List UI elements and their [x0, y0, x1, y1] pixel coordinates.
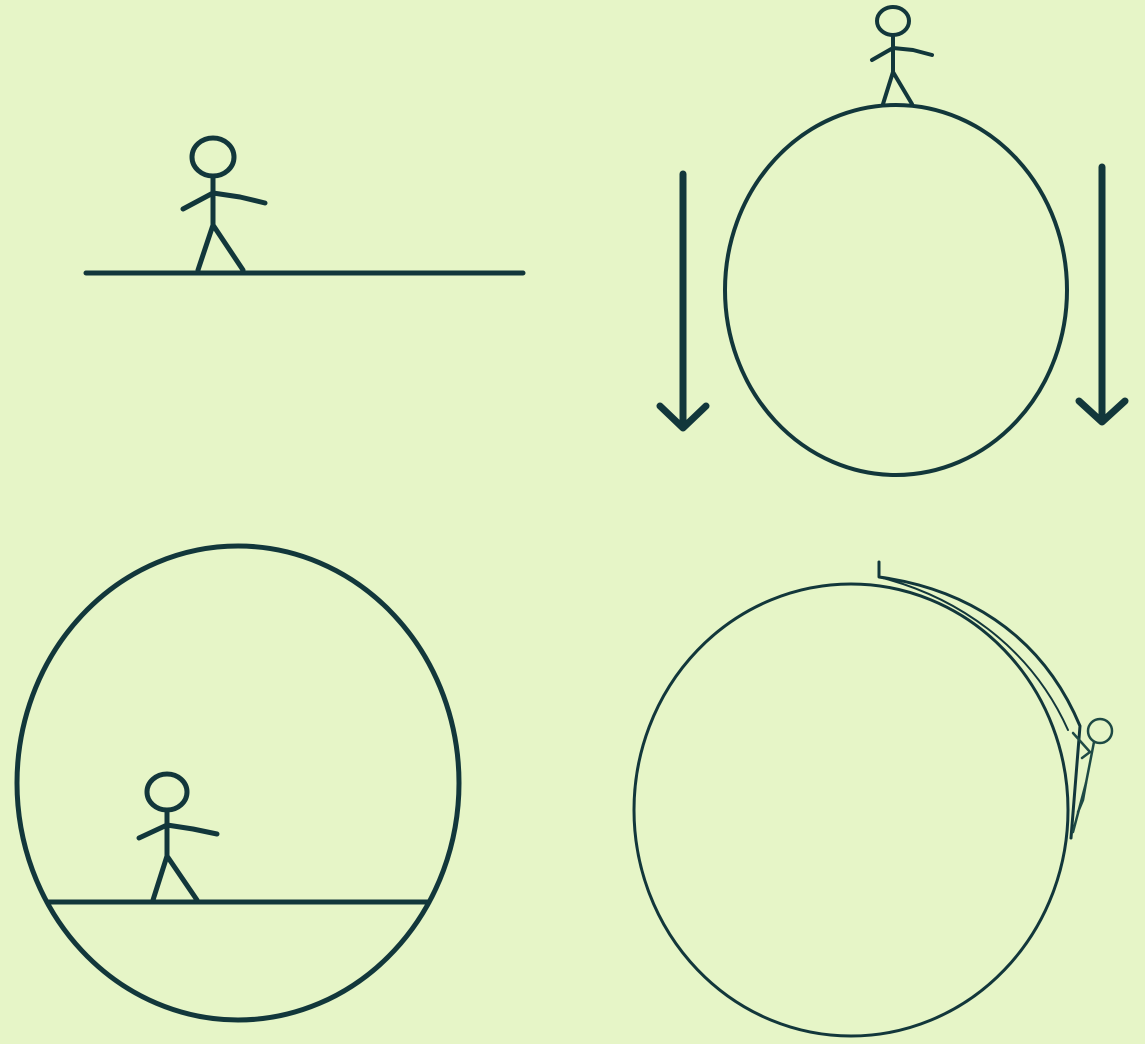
background	[0, 0, 1145, 1044]
gravity-diagram	[0, 0, 1145, 1044]
